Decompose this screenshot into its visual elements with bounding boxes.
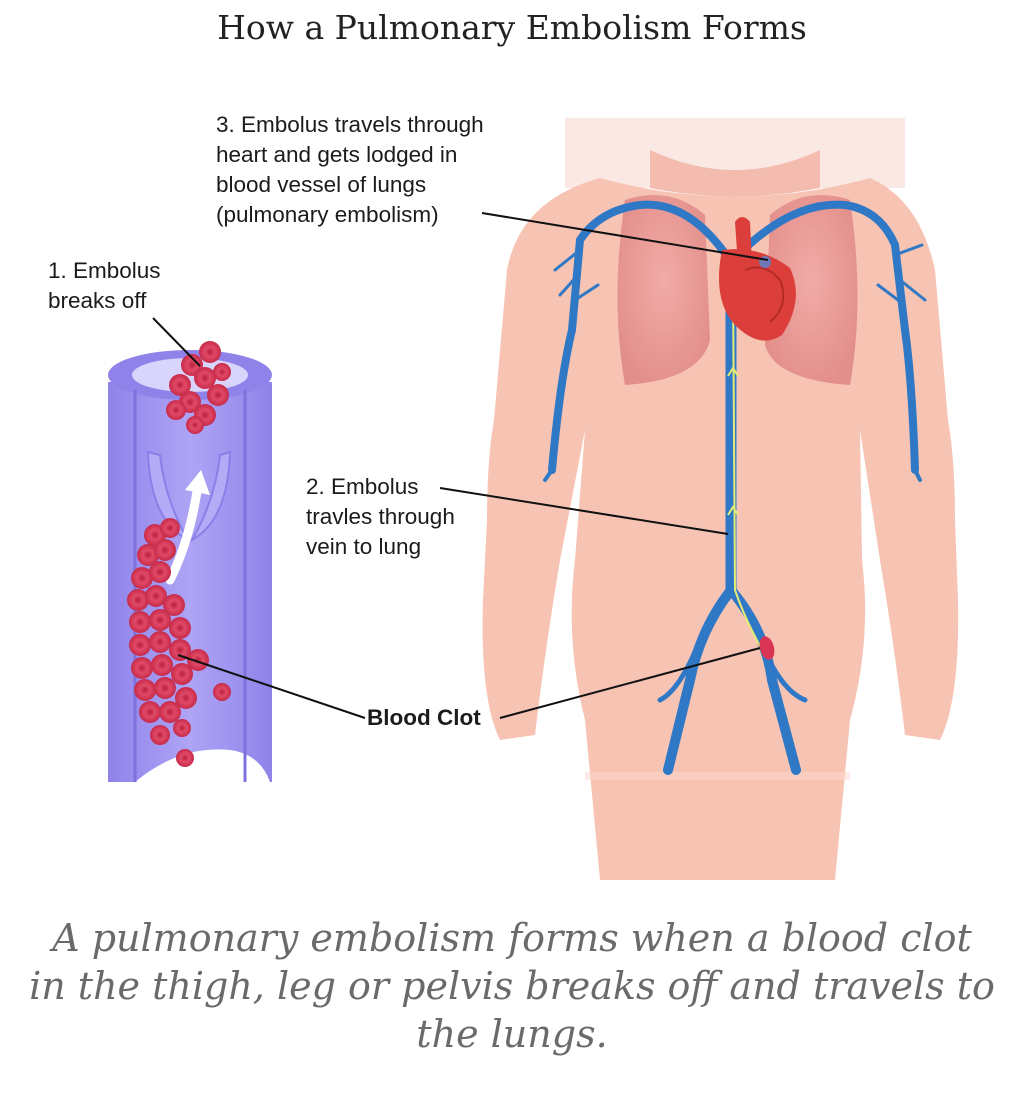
path-arrow-icon bbox=[727, 366, 739, 377]
embolus-cluster bbox=[166, 341, 231, 434]
label-step1: 1. Embolus breaks off bbox=[48, 258, 161, 313]
leader-clot-right bbox=[499, 647, 761, 719]
blood-clot-mass bbox=[127, 518, 231, 767]
diagram-title: How a Pulmonary Embolism Forms bbox=[217, 8, 807, 47]
heart bbox=[718, 217, 796, 341]
leader-step3 bbox=[481, 212, 769, 261]
leader-step1 bbox=[152, 317, 201, 367]
leader-clot-left bbox=[177, 654, 366, 719]
figure-caption: A pulmonary embolism forms when a blood … bbox=[29, 916, 995, 1056]
label-step3: 3. Embolus travels through heart and get… bbox=[216, 112, 484, 227]
path-arrow-icon bbox=[727, 505, 739, 516]
vein-cross-section bbox=[108, 350, 272, 782]
label-blood-clot: Blood Clot bbox=[367, 705, 481, 730]
label-step2: 2. Embolus travles through vein to lung bbox=[306, 474, 455, 559]
thigh-clot bbox=[759, 636, 775, 660]
lodged-embolus bbox=[759, 256, 771, 268]
leader-step2 bbox=[439, 487, 729, 535]
flow-arrow-icon bbox=[165, 480, 203, 585]
lungs bbox=[617, 195, 858, 385]
